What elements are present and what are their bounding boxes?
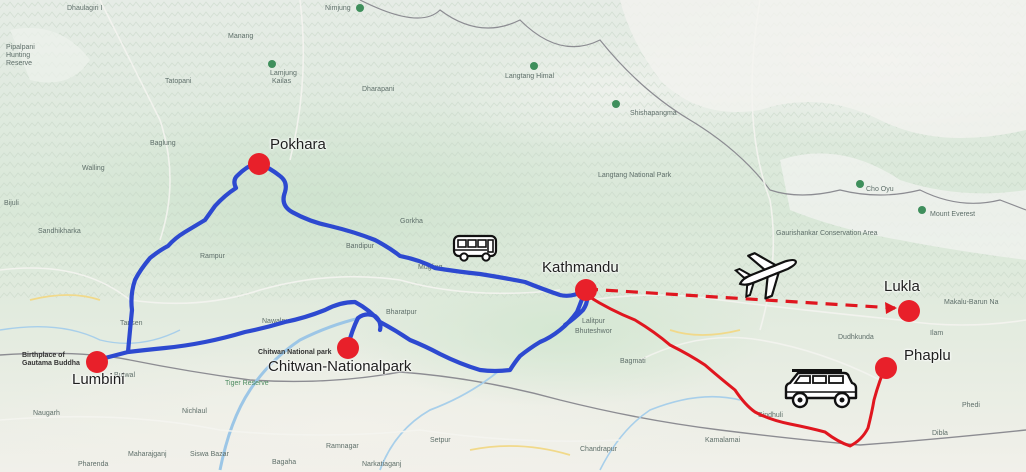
place-label: Manang (228, 33, 254, 40)
place-label: Bagmati (620, 358, 646, 365)
mountain-peak-icon (268, 60, 276, 68)
place-label: Bagaha (272, 459, 297, 466)
jeep-route-line (587, 294, 886, 448)
place-label: Bijuli (4, 200, 19, 207)
bus-route-line (102, 160, 590, 374)
place-label: Kamalamai (705, 437, 741, 444)
pokhara-marker[interactable] (248, 153, 270, 175)
place-label: Reserve (6, 60, 33, 67)
place-label: Cho Oyu (866, 186, 894, 193)
place-label: Tatopani (165, 78, 192, 85)
city-label-lumbini: Lumbini (72, 371, 125, 388)
place-label: Tiger Reserve (225, 380, 269, 387)
city-label-phaplu: Phaplu (904, 347, 951, 364)
flight-arrowhead (885, 302, 897, 314)
place-label: Bandipur (346, 243, 375, 250)
place-label: Dharapani (362, 86, 395, 93)
city-label-kathmandu: Kathmandu (542, 259, 619, 276)
place-label: Setpur (430, 437, 451, 444)
airplane-icon (733, 252, 797, 300)
place-label: Butwal (114, 372, 136, 379)
flight-route-line (585, 287, 896, 310)
place-label: Walling (82, 165, 105, 172)
place-label: Shishapangma (630, 110, 677, 117)
place-label: Makalu-Barun Na (944, 299, 999, 306)
bus-icon (452, 234, 498, 262)
place-label: Mount Everest (930, 211, 976, 218)
mountain-peak-icon (356, 4, 364, 12)
place-label: Birthplace of Gautama Buddha (22, 352, 80, 367)
place-label: Baglung (150, 140, 176, 147)
place-label: Gorkha (400, 218, 423, 225)
place-label: Ramnagar (326, 443, 359, 450)
city-label-chitwan: Chitwan-Nationalpark (268, 358, 412, 375)
place-label: Dibla (932, 430, 948, 437)
place-label: Nawalpur (262, 318, 292, 325)
mountain-peak-icon (918, 206, 926, 214)
place-label: Hunting (6, 52, 31, 59)
place-label: Phedi (962, 402, 980, 409)
place-label: Pharenda (78, 461, 109, 468)
place-label: Lamjung (270, 70, 297, 77)
mountain-peak-icon (530, 62, 538, 70)
chitwan-marker[interactable] (337, 337, 359, 359)
place-label: Dhaulagiri I (67, 5, 103, 12)
place-label: Nichlaul (182, 408, 207, 415)
mountain-peak-icon (612, 100, 620, 108)
place-label: Narkatiaganj (362, 461, 402, 468)
place-label: Chandrapur (580, 446, 617, 453)
place-label: Bhuteshwor (575, 328, 612, 335)
place-label: Langtang National Park (598, 172, 672, 179)
city-label-pokhara: Pokhara (270, 136, 326, 153)
place-label: Chitwan National park (258, 349, 332, 356)
place-label: Sandhikharka (38, 228, 81, 235)
place-label: Maharajganj (128, 451, 167, 458)
place-label: Dudhkunda (838, 334, 874, 341)
place-label: Rampur (200, 253, 225, 260)
place-label: Naugarh (33, 410, 60, 417)
phaplu-marker[interactable] (875, 357, 897, 379)
place-label: Langtang Himal (505, 73, 555, 80)
lumbini-marker[interactable] (86, 351, 108, 373)
place-label: Kailas (272, 78, 292, 85)
place-label: Bharatpur (386, 309, 417, 316)
mountain-peak-icon (856, 180, 864, 188)
jeep-icon (784, 369, 858, 409)
kathmandu-marker[interactable] (575, 279, 597, 301)
place-label: Gaurishankar Conservation Area (776, 230, 878, 237)
city-label-lukla: Lukla (884, 278, 920, 295)
place-label: Siswa Bazar (190, 451, 229, 458)
place-label: Nimjung (325, 5, 351, 12)
place-label: Pipalpani (6, 44, 35, 51)
place-label: Lalitpur (582, 318, 605, 325)
place-label: Ilam (930, 330, 944, 337)
place-label: Sindhuli (758, 412, 783, 419)
lukla-marker[interactable] (898, 300, 920, 322)
